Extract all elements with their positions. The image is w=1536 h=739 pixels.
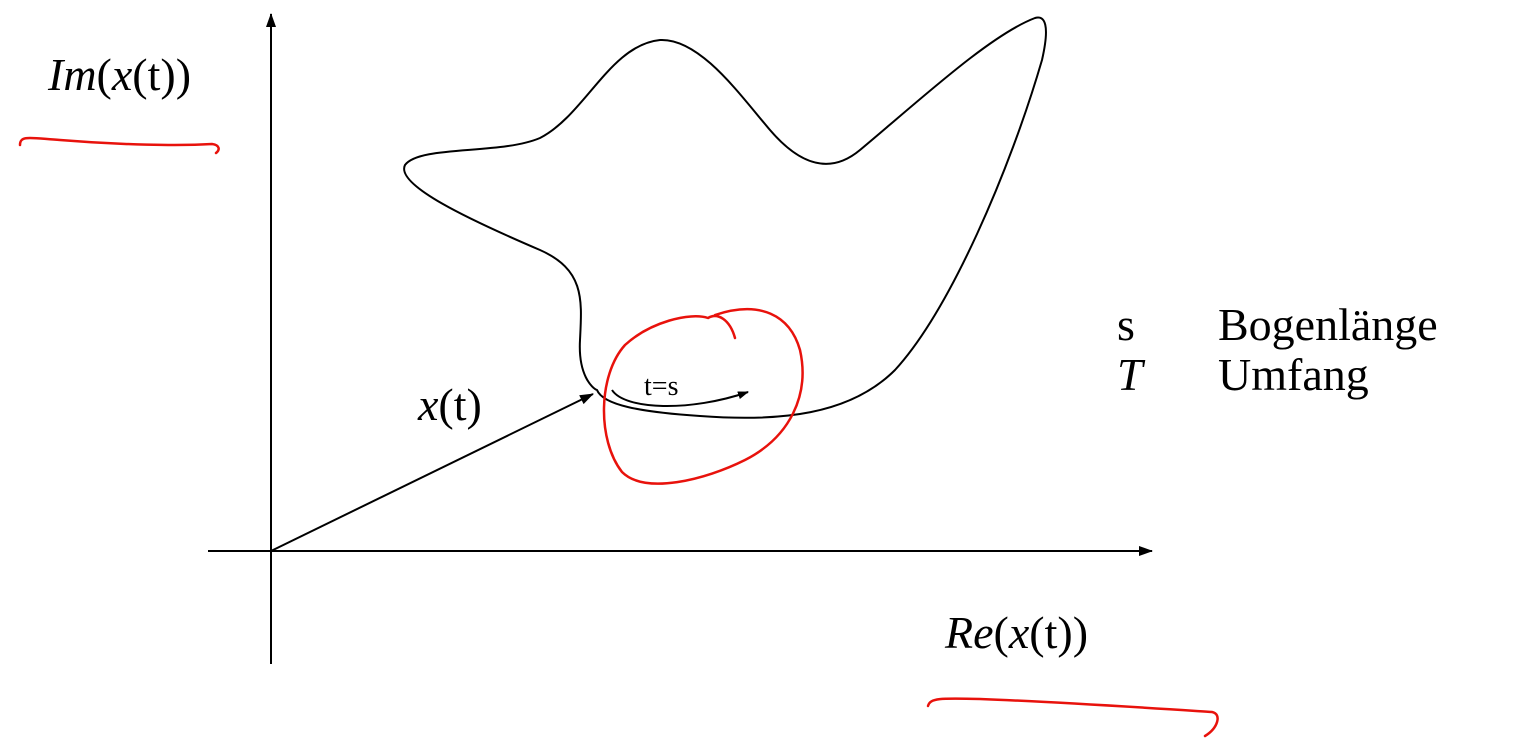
red-underline-y-label: [18, 136, 220, 155]
x-axis-label: Re(x(t)): [944, 607, 1088, 658]
closed-curve: [403, 16, 1047, 419]
y-axis-label: Im(x(t)): [47, 49, 191, 100]
parameter-label: t=s: [644, 371, 678, 402]
legend-symbol-t: T: [1117, 349, 1146, 400]
legend: s Bogenlänge T Umfang: [1117, 299, 1438, 400]
red-circle-annotation: [602, 307, 804, 485]
position-vector-arrow: [270, 393, 594, 552]
legend-text-perimeter: Umfang: [1218, 349, 1369, 400]
legend-text-arc-length: Bogenlänge: [1218, 299, 1438, 350]
parameter-arrow: [611, 389, 749, 408]
legend-symbol-s: s: [1117, 299, 1135, 350]
position-vector-label: x(t): [417, 379, 482, 430]
red-underline-x-label: [926, 697, 1219, 738]
